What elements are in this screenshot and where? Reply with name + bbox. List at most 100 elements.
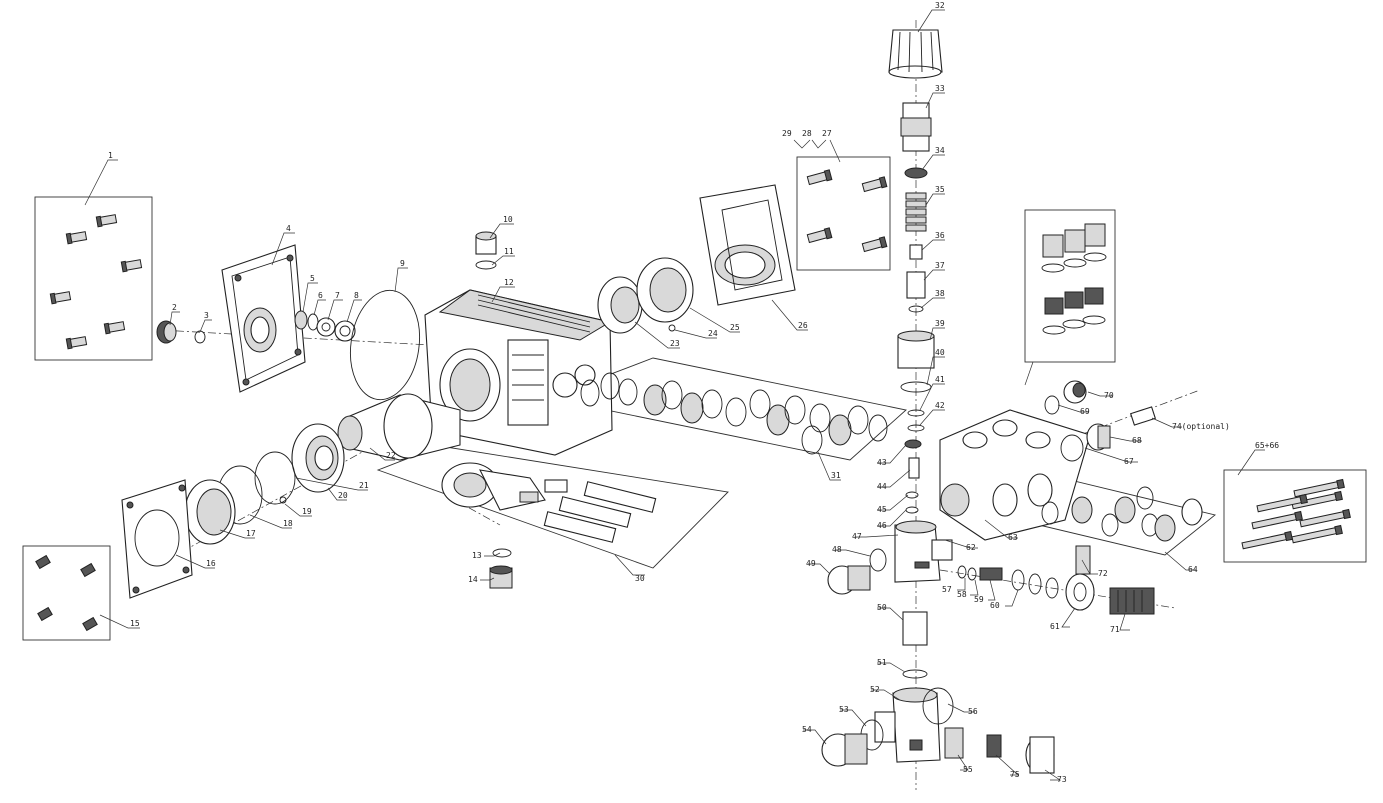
callout-32: 32: [935, 1, 945, 10]
o-rings-60-icon: [1011, 569, 1059, 599]
o-ring-67-icon: [1060, 434, 1084, 462]
nut-34-icon: [904, 167, 928, 179]
oil-seal-17-icon: [184, 479, 236, 545]
callout-10: 10: [503, 215, 513, 224]
callout-24: 24: [708, 329, 718, 338]
pin-44-icon: [908, 457, 920, 479]
piston-36-icon: [909, 244, 923, 260]
bearing-flange-16-icon: [121, 479, 193, 599]
callout-27: 27: [822, 129, 832, 138]
callout-41: 41: [935, 375, 945, 384]
nut-75-icon: [986, 734, 1002, 758]
spring-35-icon: [905, 192, 927, 232]
callout-33: 33: [935, 84, 945, 93]
callout-20: 20: [338, 491, 348, 500]
bolt-icon-group-1: [49, 214, 143, 350]
callout-4: 4: [286, 224, 291, 233]
o-ring-57-icon: [957, 565, 967, 579]
nipple-55-icon: [944, 727, 964, 759]
callout-75: 75: [1010, 770, 1020, 779]
valve-set-icon: [1041, 223, 1107, 335]
bearing-23-icon: [597, 276, 643, 334]
bolt-set-box-65-66: [1223, 469, 1367, 563]
o-ring-45-icon: [905, 491, 919, 499]
callout-25: 25: [730, 323, 740, 332]
callout-34: 34: [935, 146, 945, 155]
callout-65-66: 65+66: [1255, 441, 1279, 450]
valve-set-box: [1024, 209, 1116, 363]
callout-30: 30: [635, 574, 645, 583]
callout-21: 21: [359, 481, 369, 490]
o-ring-40-icon: [900, 381, 932, 393]
callout-38: 38: [935, 289, 945, 298]
plug-70-icon: [1063, 380, 1087, 404]
callout-11: 11: [504, 247, 514, 256]
callout-46: 46: [877, 521, 887, 530]
o-ring-56-icon: [922, 687, 954, 725]
adjust-knob-32-icon: [888, 29, 943, 79]
callout-53: 53: [839, 705, 849, 714]
callout-14: 14: [468, 575, 478, 584]
plug-54-icon: [821, 733, 868, 767]
shim-19-icon: [279, 496, 287, 504]
lock-washer-8-icon: [334, 320, 356, 342]
o-ring-43-icon: [904, 439, 922, 449]
callout-23: 23: [670, 339, 680, 348]
callout-61: 61: [1050, 622, 1060, 631]
callout-68: 68: [1132, 436, 1142, 445]
crankshaft-icon: [337, 393, 461, 461]
callout-2: 2: [172, 303, 177, 312]
callout-22: 22: [386, 451, 396, 460]
callout-47: 47: [852, 532, 862, 541]
callout-26: 26: [798, 321, 808, 330]
callout-18: 18: [283, 519, 293, 528]
callout-17: 17: [246, 529, 256, 538]
callout-49: 49: [806, 559, 816, 568]
callout-57: 57: [942, 585, 952, 594]
cap-73-icon: [1025, 736, 1055, 774]
o-ring-13-icon: [492, 548, 512, 558]
connecting-rods-icon: [441, 462, 568, 511]
callout-71: 71: [1110, 625, 1120, 634]
callout-59: 59: [974, 595, 984, 604]
callout-67: 67: [1124, 457, 1134, 466]
plug-49-icon: [827, 565, 871, 595]
oil-breather-icon: [475, 231, 497, 270]
seal-25-inner-icon: [649, 267, 687, 313]
crankcase-icon: [424, 289, 613, 456]
callout-7: 7: [335, 291, 340, 300]
callout-31: 31: [831, 471, 841, 480]
callout-42: 42: [935, 401, 945, 410]
callout-69: 69: [1080, 407, 1090, 416]
plug-68-icon: [1086, 423, 1111, 451]
o-ring-9-icon: [350, 289, 420, 401]
valve-body-47-icon: [894, 520, 953, 583]
callout-37: 37: [935, 261, 945, 270]
callout-63: 63: [1008, 533, 1018, 542]
callout-15: 15: [130, 619, 140, 628]
stem-37-icon: [906, 271, 926, 299]
washer-7-icon: [316, 317, 336, 337]
oil-plug-icon: [156, 320, 177, 344]
plungers-icon: [519, 481, 657, 543]
callout-56: 56: [968, 707, 978, 716]
seal-5-icon: [294, 310, 308, 330]
callout-40: 40: [935, 348, 945, 357]
screw-set-box-27: [796, 156, 891, 271]
valve-body-52-icon: [874, 687, 941, 763]
coupler-71-icon: [1109, 587, 1155, 615]
sleeve-50-icon: [902, 611, 928, 646]
o-ring-38-icon: [908, 305, 924, 313]
callout-39: 39: [935, 319, 945, 328]
callout-70: 70: [1104, 391, 1114, 400]
bolts-65-66-icon: [1241, 478, 1351, 550]
drain-plug-14-icon: [489, 565, 513, 589]
seal-kit-box-31: [546, 357, 907, 461]
spring-59-icon: [979, 567, 1003, 581]
callout-12: 12: [504, 278, 514, 287]
unloader-body-33-icon: [900, 102, 932, 152]
o-ring-69-icon: [1044, 395, 1060, 415]
key-24-icon: [668, 324, 676, 332]
callout-35: 35: [935, 185, 945, 194]
